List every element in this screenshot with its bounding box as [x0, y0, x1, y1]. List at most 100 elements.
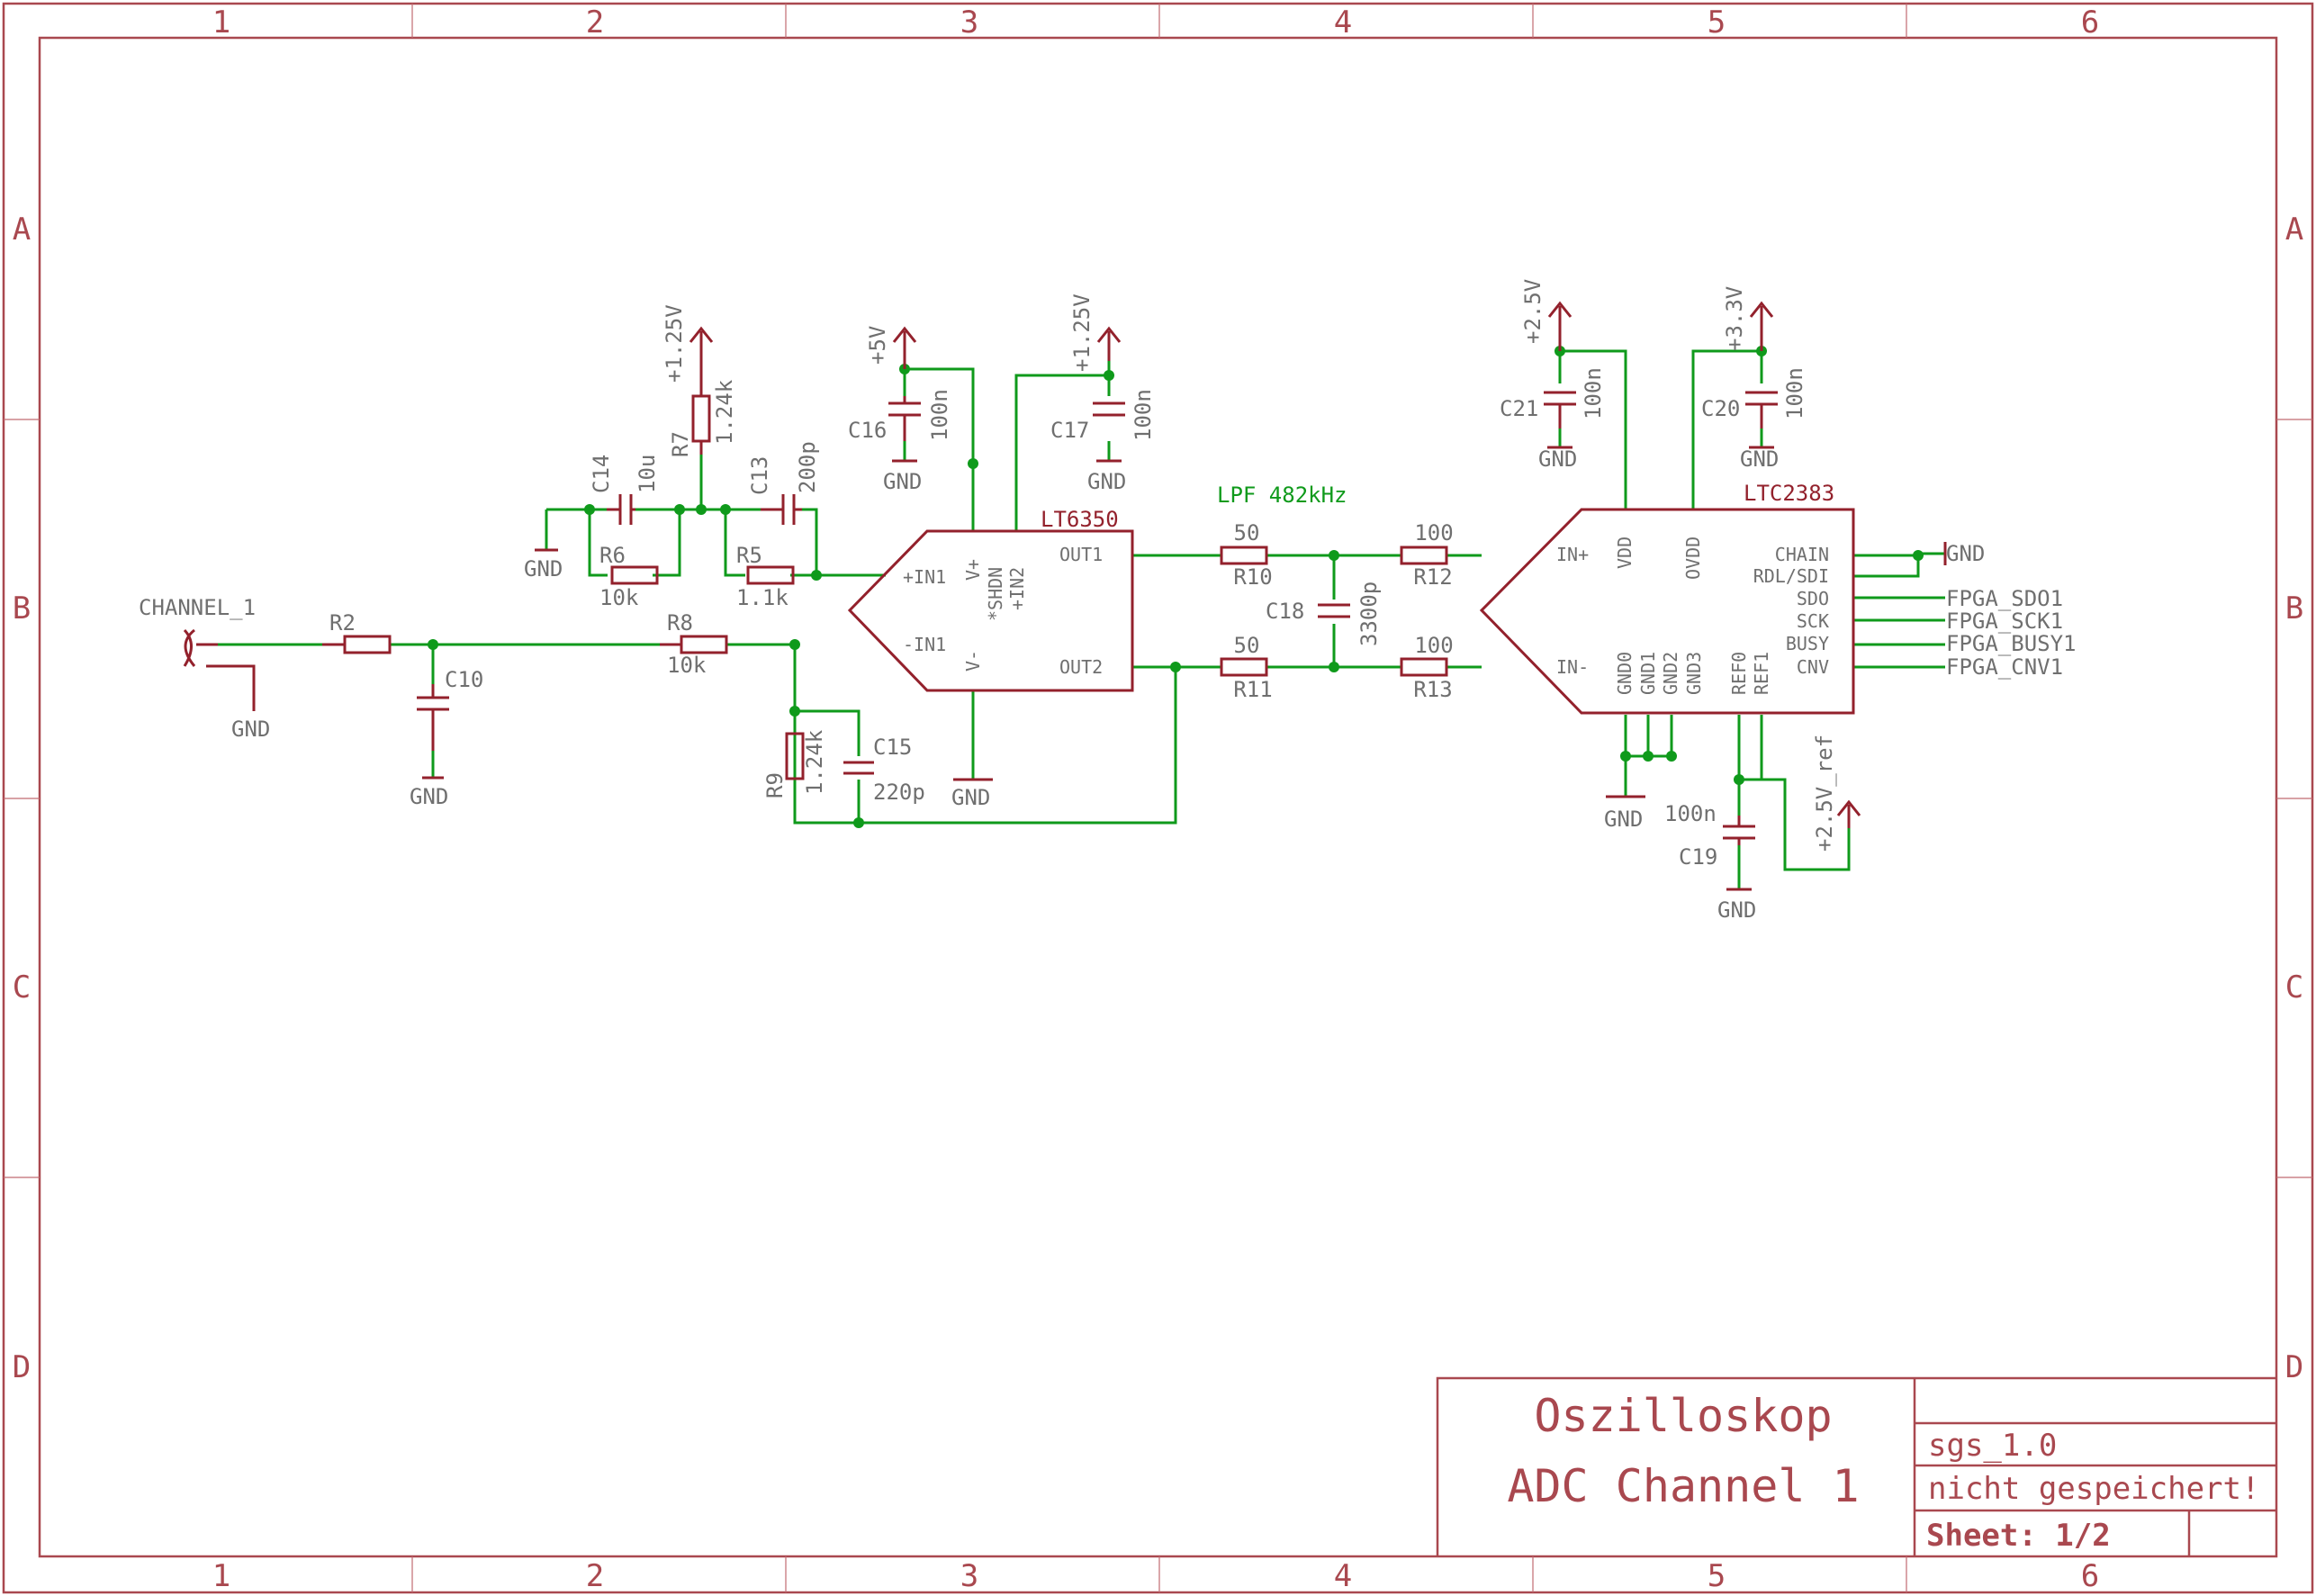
- r5-ref: R5: [736, 543, 762, 568]
- resistor-r8: R8 10k: [660, 610, 728, 678]
- capacitor-c13: C13 200p: [747, 441, 820, 525]
- gnd-label: GND: [883, 469, 922, 494]
- row-label-left: A: [13, 212, 31, 248]
- capacitor-c20: +3.3V C20 100n GND: [1701, 286, 1807, 472]
- c20-ref: C20: [1701, 396, 1740, 421]
- r7-ref: R7: [668, 431, 693, 457]
- title-sheet-number: Sheet: 1/2: [1926, 1518, 2111, 1554]
- r12-value: 100: [1414, 520, 1453, 546]
- supply-label: +3.3V: [1722, 286, 1747, 351]
- lt6350-pin-out2: OUT2: [1059, 656, 1103, 678]
- row-label-right: D: [2285, 1349, 2303, 1385]
- lt6350-pin-vp: V+: [962, 559, 984, 581]
- col-label-bottom: 3: [960, 1558, 978, 1594]
- ltc2383-pin-inn: IN-: [1556, 656, 1589, 678]
- title-line-1: Oszilloskop: [1534, 1390, 1832, 1442]
- c21-ref: C21: [1500, 396, 1538, 421]
- ltc2383-pin-ovdd: OVDD: [1682, 537, 1704, 580]
- lpf-label: LPF 482kHz: [1217, 482, 1347, 508]
- ltc2383-pin-sdo: SDO: [1797, 588, 1829, 609]
- gnd-label: GND: [231, 717, 270, 742]
- lt6350-pin-in2p: +IN2: [1006, 567, 1028, 610]
- c14-ref: C14: [589, 455, 614, 493]
- channel-label: CHANNEL_1: [139, 595, 256, 620]
- r8-ref: R8: [667, 610, 693, 636]
- ltc2383-pin-inp: IN+: [1556, 544, 1589, 565]
- capacitor-c10: C10 GND: [410, 667, 483, 809]
- lt6350-pin-shdn: *SHDN: [985, 567, 1006, 621]
- resistor-r11: 50 R11: [1220, 633, 1273, 702]
- resistor-r12: 100 R12: [1400, 520, 1454, 590]
- supply-label: +5V: [865, 326, 890, 365]
- title-file-name: sgs_1.0: [1928, 1428, 2057, 1464]
- c14-value: 10u: [635, 455, 660, 493]
- capacitor-c14: C14 10u GND: [524, 455, 660, 582]
- c16-value: 100n: [927, 389, 952, 441]
- resistor-r7: +1.25V R7 1.24k: [662, 304, 737, 457]
- title-block: Oszilloskop ADC Channel 1 sgs_1.0 nicht …: [1436, 1376, 2276, 1556]
- col-label-top: 2: [586, 5, 604, 41]
- c17-ref: C17: [1050, 418, 1089, 443]
- capacitor-c19: 100n C19 GND +2.5V_ref: [1664, 735, 1861, 923]
- ltc2383-pin-ref1: REF1: [1751, 652, 1772, 695]
- resistor-r2: R2: [322, 610, 392, 654]
- output-net-labels: GND FPGA_SDO1 FPGA_SCK1 FPGA_BUSY1 FPGA_…: [1943, 541, 2077, 680]
- gnd-label: GND: [1087, 469, 1126, 494]
- c17-value: 100n: [1131, 389, 1156, 441]
- lt6350-pin-in1p: +IN1: [903, 566, 946, 588]
- ltc2383-pin-gnd0: GND0: [1614, 652, 1636, 695]
- gnd-label: GND: [951, 785, 990, 810]
- row-label-left: D: [13, 1349, 31, 1385]
- r12-ref: R12: [1413, 564, 1452, 590]
- r5-value: 1.1k: [736, 585, 789, 610]
- capacitor-c21: +2.5V C21 100n GND: [1500, 279, 1606, 472]
- row-label-right: B: [2285, 591, 2303, 627]
- col-label-bottom: 1: [212, 1558, 230, 1594]
- resistor-r5: R5 1.1k: [736, 543, 795, 610]
- r9-ref: R9: [762, 772, 788, 798]
- fpga-cnv-label: FPGA_CNV1: [1946, 654, 2063, 680]
- lt6350-pin-vm: V-: [962, 650, 984, 672]
- col-label-top: 3: [960, 5, 978, 41]
- col-label-top: 1: [212, 5, 230, 41]
- resistor-r6: R6 10k: [599, 543, 659, 610]
- gnd-label: GND: [1740, 446, 1779, 472]
- ltc2383-pin-gnd2: GND2: [1660, 652, 1681, 695]
- opamp-lt6350: LT6350 +IN1 -IN1 OUT1 OUT2 V+ *SHDN +IN2…: [847, 507, 1134, 810]
- r6-value: 10k: [599, 585, 639, 610]
- c18-value: 3300p: [1356, 582, 1382, 646]
- r13-ref: R13: [1413, 677, 1452, 702]
- c19-value: 100n: [1664, 801, 1717, 826]
- junctions: [428, 346, 1924, 828]
- gnd-label: GND: [410, 784, 448, 809]
- ltc2383-pin-busy: BUSY: [1786, 633, 1829, 654]
- resistor-r10: 50 R10: [1220, 520, 1273, 590]
- c18-ref: C18: [1266, 599, 1304, 624]
- c15-ref: C15: [873, 735, 912, 760]
- c16-ref: C16: [848, 418, 887, 443]
- capacitor-c16: +5V C16 100n GND: [848, 326, 952, 494]
- col-label-top: 5: [1708, 5, 1726, 41]
- resistor-r9: R9 1.24k: [762, 729, 827, 798]
- ltc2383-pin-gnd1: GND1: [1637, 652, 1659, 695]
- supply-label: +1.25V: [662, 304, 687, 383]
- r2-ref: R2: [329, 610, 356, 636]
- ltc2383-pin-ref0: REF0: [1728, 652, 1750, 695]
- lt6350-pin-out1: OUT1: [1059, 544, 1103, 565]
- gnd-label: GND: [1538, 446, 1577, 472]
- r11-value: 50: [1234, 633, 1260, 658]
- c10-ref: C10: [445, 667, 483, 692]
- ltc2383-pin-sck: SCK: [1797, 610, 1829, 632]
- row-label-left: C: [13, 969, 31, 1005]
- col-label-bottom: 6: [2081, 1558, 2099, 1594]
- col-label-bottom: 5: [1708, 1558, 1726, 1594]
- bnc-connector-channel-1: CHANNEL_1 GND: [139, 595, 270, 742]
- row-label-right: C: [2285, 969, 2303, 1005]
- fpga-sdo-label: FPGA_SDO1: [1946, 586, 2063, 611]
- gnd-label: GND: [1604, 807, 1643, 832]
- gnd-label: GND: [1717, 897, 1756, 923]
- c13-value: 200p: [795, 441, 820, 493]
- r9-value: 1.24k: [802, 729, 827, 795]
- fpga-sck-label: FPGA_SCK1: [1946, 609, 2063, 634]
- supply-label: +2.5V: [1520, 279, 1546, 344]
